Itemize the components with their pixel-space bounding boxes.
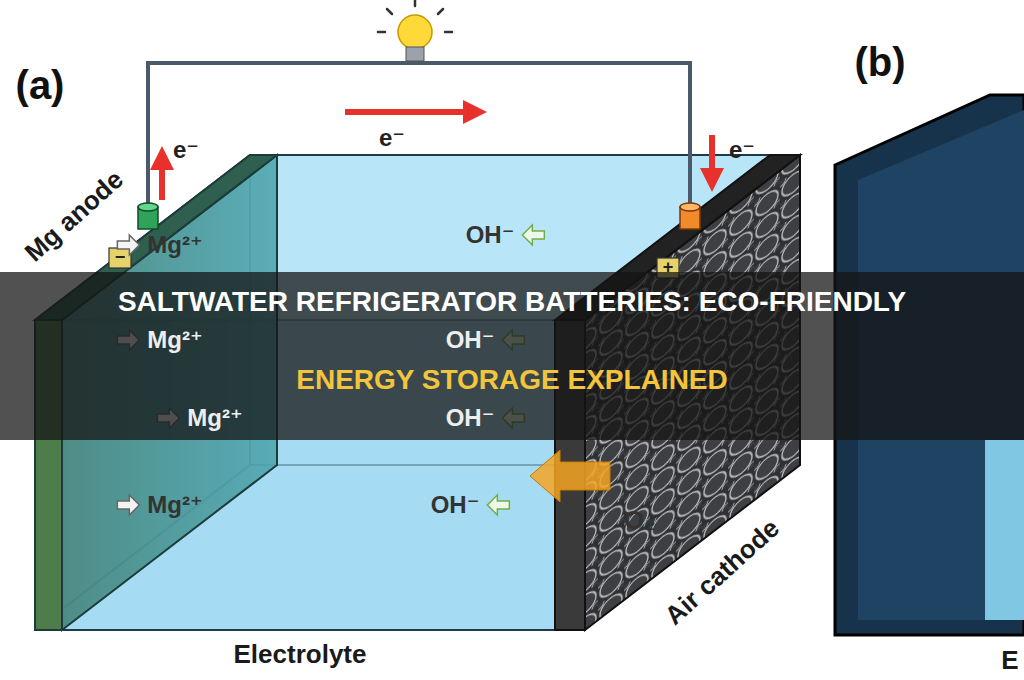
panel-letter: (a) xyxy=(16,63,65,107)
electron-label: e⁻ xyxy=(379,125,405,151)
electrode-name: Air cathode xyxy=(659,514,784,631)
ion-label: Mg²⁺ xyxy=(147,492,202,518)
banner-title: ENERGY STORAGE EXPLAINED xyxy=(296,365,728,396)
cathode-terminal xyxy=(657,203,700,278)
title-banner xyxy=(0,272,1024,440)
electron-label: e⁻ xyxy=(173,137,199,163)
ion-label: OH⁻ xyxy=(431,492,480,518)
ion-label: OH⁻ xyxy=(446,327,495,353)
electrode-name: Mg anode xyxy=(19,165,128,267)
ion-label: Mg²⁺ xyxy=(147,232,202,258)
cut-off-label: E xyxy=(1001,646,1018,675)
ion-label: Mg²⁺ xyxy=(147,327,202,353)
terminal-sign: + xyxy=(663,258,674,278)
gas-label: O₂ xyxy=(624,506,656,535)
oxygen-arrow xyxy=(530,450,610,502)
ion-direction-arrow xyxy=(522,225,544,245)
ion-label: OH⁻ xyxy=(466,222,515,248)
external-wire xyxy=(148,63,690,215)
ion-direction-arrow xyxy=(117,495,139,515)
light-bulb xyxy=(378,0,452,61)
panel-letter: (b) xyxy=(854,40,905,84)
electrolyte-name: Electrolyte xyxy=(234,640,367,669)
electron-flow-arrows xyxy=(162,112,712,200)
banner-title: SALTWATER REFRIGERATOR BATTERIES: ECO-FR… xyxy=(118,287,906,318)
terminal-sign: − xyxy=(115,248,126,268)
ion-direction-arrow xyxy=(487,495,509,515)
electron-label: e⁻ xyxy=(729,137,755,163)
ion-label: Mg²⁺ xyxy=(187,405,242,431)
ion-label: OH⁻ xyxy=(446,405,495,431)
